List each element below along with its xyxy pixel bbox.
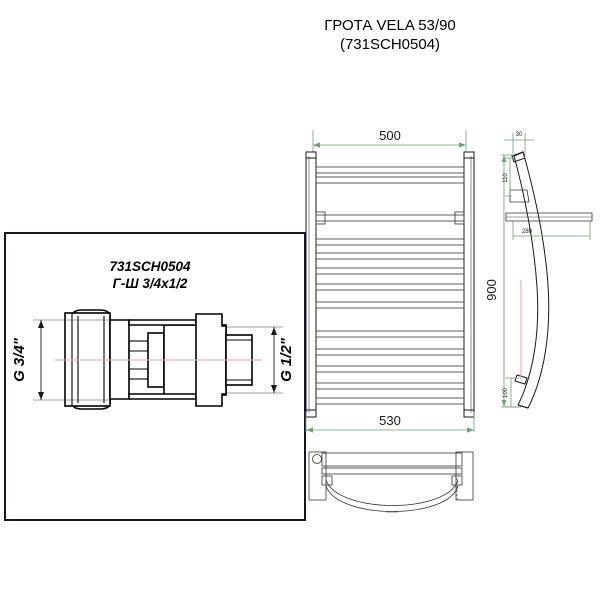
dim-left-thread: G 3/4" <box>11 319 110 401</box>
rung <box>315 166 465 174</box>
dim-left-arrow-top <box>38 320 44 328</box>
dim-530-arrow-left <box>306 427 313 433</box>
rung-bracket-left <box>315 211 326 225</box>
detail-spec-label: Г-Ш 3/4х1/2 <box>113 276 188 291</box>
dim-900-arrow-top <box>501 155 507 162</box>
rung <box>315 176 465 184</box>
dim-right-arrow-bottom <box>271 385 277 393</box>
left-thread-label: G 3/4" <box>11 337 28 382</box>
rung <box>315 330 465 338</box>
profile-upper-bracket <box>509 189 530 203</box>
plan-tab-left <box>321 475 333 486</box>
dim-110: 110 <box>503 157 516 197</box>
dim-500-arrow-left <box>313 142 320 148</box>
profile-bottom-cap <box>514 374 528 385</box>
dim-280: 280 <box>512 221 591 240</box>
rung <box>315 365 465 373</box>
dim-110-label: 110 <box>503 173 509 183</box>
front-elevation-view: 500 <box>305 128 475 433</box>
plan-arc-outer <box>325 485 459 512</box>
fitting-top-step <box>128 319 197 326</box>
plan-connector-circle <box>312 454 322 464</box>
rung <box>315 283 465 291</box>
detail-callout-box: 731SCH0504 Г-Ш 3/4х1/2 <box>4 232 306 521</box>
rung <box>315 397 465 405</box>
dim-500-label: 500 <box>379 128 401 143</box>
rung <box>315 267 465 275</box>
rung-group <box>315 166 465 405</box>
profile-rail-bar <box>505 212 593 222</box>
rung-bracket-right <box>454 211 465 225</box>
dim-100-label: 100 <box>503 387 509 398</box>
dim-30-label: 30 <box>516 132 523 138</box>
plan-bar-top <box>321 452 463 467</box>
detail-code-label: 731SCH0504 <box>109 259 191 274</box>
dim-900-label: 900 <box>484 279 499 301</box>
dim-500-arrow-right <box>459 142 466 148</box>
dim-500: 500 <box>312 128 467 152</box>
right-thread-label: G 1/2" <box>278 337 295 382</box>
side-profile-view: 900 30 110 280 100 <box>484 132 593 409</box>
rung <box>315 252 465 260</box>
plan-bottom-view <box>308 451 474 513</box>
plan-arc-inner <box>325 479 459 506</box>
dim-900-arrow-bottom <box>501 400 507 407</box>
dim-right-thread: G 1/2" <box>226 326 295 394</box>
dim-900: 900 <box>484 154 520 408</box>
dim-left-arrow-bottom <box>38 392 44 400</box>
fitting-bottom-step <box>128 393 197 400</box>
fitting-drawing <box>55 309 262 410</box>
plan-bar-second <box>321 467 463 475</box>
dim-530: 530 <box>305 412 475 433</box>
dim-530-label: 530 <box>379 413 401 428</box>
plan-tab-right <box>451 475 463 486</box>
rung <box>315 301 465 309</box>
rung <box>315 238 465 246</box>
dim-100: 100 <box>503 377 521 408</box>
dim-right-arrow-top <box>271 327 277 335</box>
profile-bottom-edge <box>517 404 529 409</box>
page-title-line2: (731SCH0504) <box>340 36 440 53</box>
dim-530-arrow-right <box>467 427 474 433</box>
rung <box>315 348 465 356</box>
dim-280-label: 280 <box>522 229 533 235</box>
rung <box>315 382 465 390</box>
dim-30: 30 <box>504 132 534 158</box>
page-title-line1: ГРОТА VELA 53/90 <box>324 17 456 34</box>
